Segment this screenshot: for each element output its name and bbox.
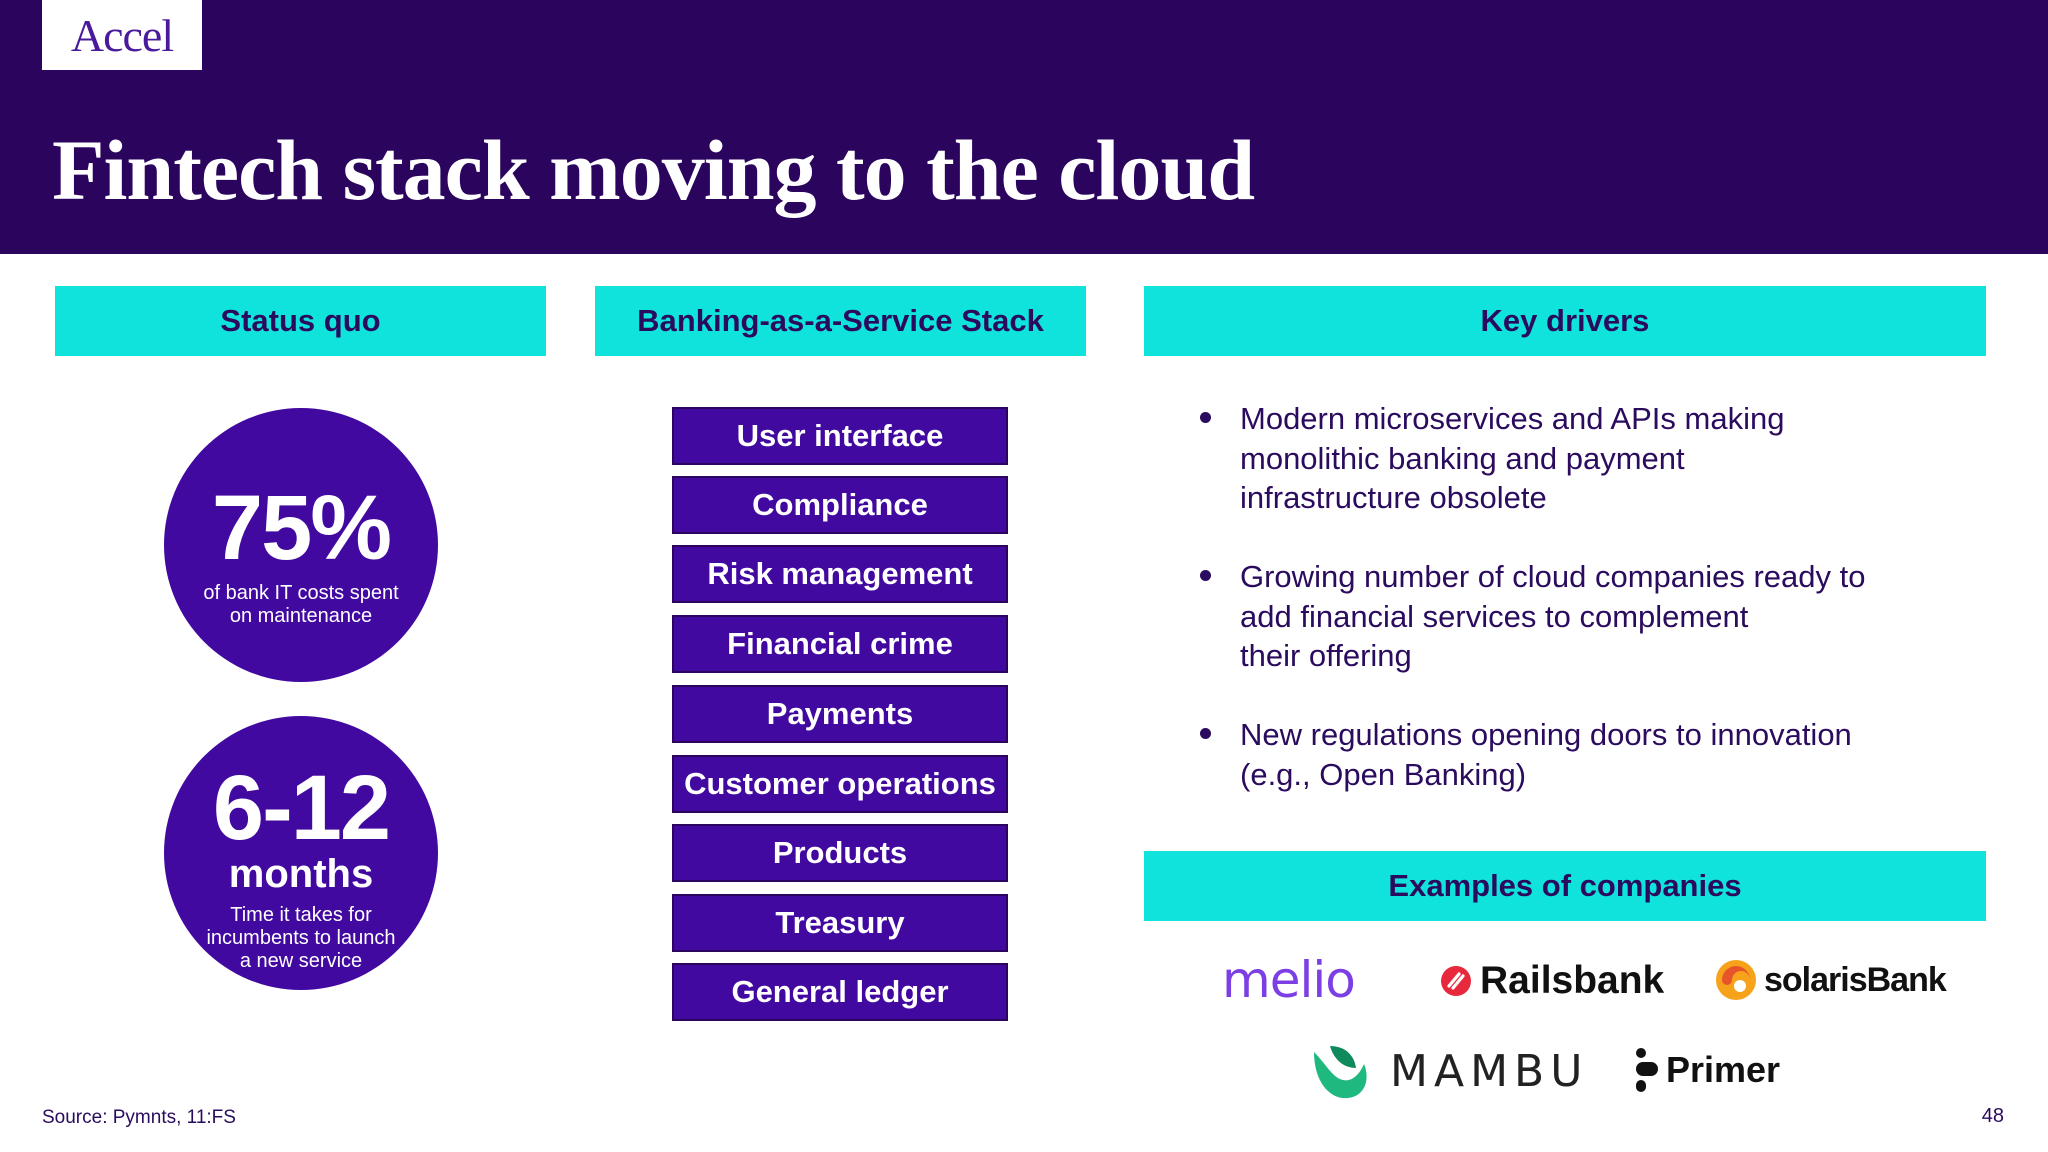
key-drivers-heading: Key drivers	[1144, 286, 1986, 356]
stack-layer-customer-operations: Customer operations	[672, 755, 1008, 813]
primer-logo-text: Primer	[1666, 1049, 1781, 1090]
railsbank-logo: Railsbank	[1440, 955, 1664, 1007]
mambu-logo: MAMBU	[1308, 1036, 1588, 1106]
driver-1-line1: Modern microservices and APIs making	[1240, 401, 1785, 436]
stat-caption-launch-line2: incumbents to launch	[206, 927, 396, 949]
bullet-dot-icon	[1200, 728, 1211, 739]
solarisbank-logo: solarisBank	[1714, 954, 1947, 1006]
stat-caption-launch-line3: a new service	[239, 950, 363, 972]
stat-circle-launch-time: 6-12 months Time it takes for incumbents…	[164, 716, 438, 990]
primer-logo-icon	[1636, 1048, 1658, 1092]
accel-logo: Accel	[42, 0, 202, 70]
baas-stack-heading: Banking-as-a-Service Stack	[595, 286, 1086, 356]
stack-layer-general-ledger: General ledger	[672, 963, 1008, 1021]
stat-value-launch-time: 6-12	[212, 757, 391, 859]
stack-layer-treasury: Treasury	[672, 894, 1008, 952]
stack-layer-payments: Payments	[672, 685, 1008, 743]
melio-logo-text: melio	[1222, 951, 1356, 1009]
stack-layer-financial-crime: Financial crime	[672, 615, 1008, 673]
driver-2-line1: Growing number of cloud companies ready …	[1240, 559, 1866, 594]
driver-1-line2: monolithic banking and payment	[1240, 440, 1685, 476]
stat-unit-launch-time: months	[228, 852, 374, 896]
status-quo-heading: Status quo	[55, 286, 546, 356]
stat-caption-launch-line1: Time it takes for	[230, 904, 372, 926]
melio-logo: melio	[1222, 950, 1356, 1010]
source-note: Source: Pymnts, 11:FS	[42, 1107, 236, 1128]
examples-heading: Examples of companies	[1144, 851, 1986, 921]
solarisbank-logo-icon	[1716, 960, 1756, 1000]
driver-2-line3: their offering	[1240, 638, 1412, 673]
driver-3-line1: New regulations opening doors to innovat…	[1240, 717, 1852, 752]
railsbank-logo-icon	[1441, 966, 1471, 996]
driver-bullet-2: Growing number of cloud companies ready …	[1200, 557, 1920, 676]
stack-layer-user-interface: User interface	[672, 407, 1008, 465]
header-banner: Accel Fintech stack moving to the cloud	[0, 0, 2048, 254]
accel-logo-text: Accel	[70, 9, 174, 61]
slide-title: Fintech stack moving to the cloud	[52, 122, 1255, 218]
stat-caption-costs-line1: of bank IT costs spent	[203, 582, 399, 604]
driver-1-line3: infrastructure obsolete	[1240, 480, 1547, 515]
driver-bullet-1: Modern microservices and APIs making mon…	[1200, 399, 1920, 518]
stat-circle-costs: 75% of bank IT costs spent on maintenanc…	[164, 408, 438, 682]
bullet-dot-icon	[1200, 412, 1211, 423]
mambu-logo-text: MAMBU	[1390, 1045, 1589, 1097]
solarisbank-logo-text: solarisBank	[1764, 960, 1947, 999]
railsbank-logo-text: Railsbank	[1480, 959, 1665, 1002]
stat-value-costs: 75%	[211, 477, 392, 579]
stack-layer-risk-management: Risk management	[672, 545, 1008, 603]
driver-2-line2: add financial services to complement	[1240, 598, 1749, 634]
bullet-dot-icon	[1200, 570, 1211, 581]
stack-layer-compliance: Compliance	[672, 476, 1008, 534]
stat-caption-costs-line2: on maintenance	[229, 605, 373, 627]
stack-layer-products: Products	[672, 824, 1008, 882]
driver-bullet-3: New regulations opening doors to innovat…	[1200, 715, 1920, 794]
mambu-logo-icon	[1314, 1046, 1367, 1099]
primer-logo: Primer	[1632, 1043, 1780, 1097]
page-number: 48	[1981, 1105, 2004, 1127]
driver-3-line2: (e.g., Open Banking)	[1240, 756, 1527, 792]
